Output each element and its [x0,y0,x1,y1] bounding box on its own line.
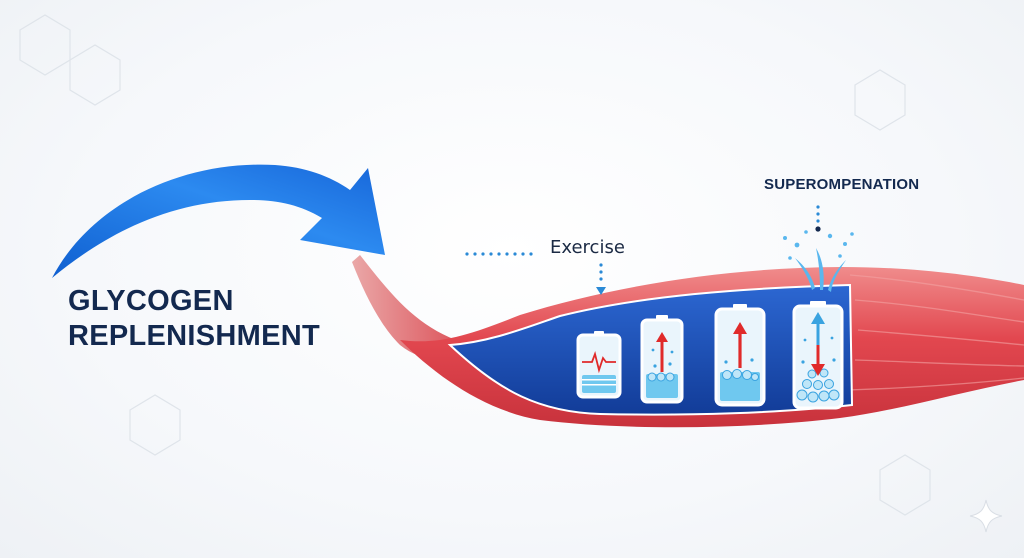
page-title: GLYCOGEN REPLENISHMENT [68,284,320,354]
supercompensation-label: SUPEROMPENATION [764,176,920,193]
battery-low-icon [640,315,684,404]
title-line-2: REPLENISHMENT [68,320,321,352]
background-hexagon-pattern [19,14,931,516]
curved-arrow [52,164,385,278]
sparkle-icon [969,499,1003,533]
overflow-splash [783,230,854,292]
supercompensation-leader [815,205,821,232]
title-line-1: GLYCOGEN [68,285,234,317]
exercise-leader [465,252,606,295]
muscle-striations [847,274,1024,391]
battery-overflow-icon [792,301,844,410]
battery-medium-icon [714,304,766,407]
exercise-label: Exercise [550,237,625,258]
battery-depleted-icon [576,331,622,399]
